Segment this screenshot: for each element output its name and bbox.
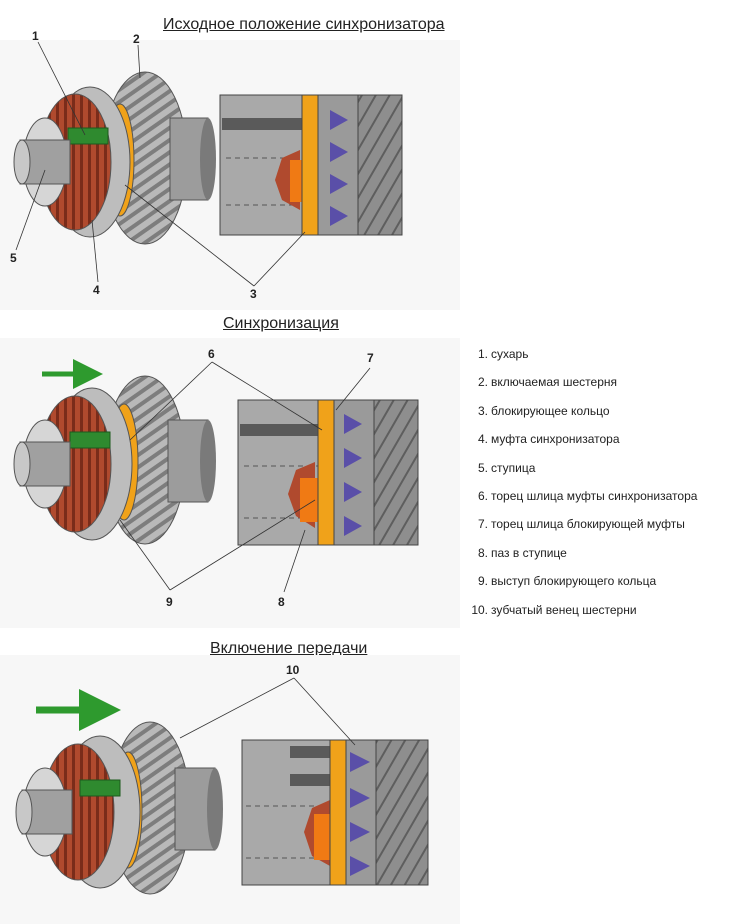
legend-item: 9.выступ блокирующего кольца — [477, 574, 657, 589]
legend-item: 10.зубчатый венец шестерни — [471, 602, 637, 617]
callout-1: 1 — [32, 29, 39, 43]
assembly-engage — [15, 721, 223, 895]
legend-list: 1.сухарь 2.включаемая шестерня 3.блокиру… — [468, 344, 750, 628]
assembly-sync — [13, 375, 216, 545]
legend-item: 2.включаемая шестерня — [477, 375, 617, 390]
stage-title-initial: Исходное положение синхронизатора — [163, 16, 445, 33]
legend-item: 3.блокирующее кольцо — [477, 403, 610, 418]
stage-title-sync: Синхронизация — [223, 315, 339, 332]
callouts-engage: 10 — [179, 663, 356, 746]
section-engage — [241, 739, 429, 886]
callout-9: 9 — [166, 595, 173, 609]
callout-8: 8 — [278, 595, 285, 609]
callout-6: 6 — [208, 347, 215, 361]
legend-item: 8.паз в ступице — [477, 545, 567, 560]
legend-item: 1.сухарь — [477, 347, 529, 361]
callouts-sync: 6 7 8 9 — [119, 347, 374, 609]
legend-item: 7.торец шлица блокирующей муфты — [477, 517, 685, 532]
callout-5: 5 — [10, 251, 17, 265]
callout-2: 2 — [133, 32, 140, 46]
stage-title-engage: Включение передачи — [210, 640, 368, 657]
callout-10: 10 — [286, 663, 300, 677]
callout-4: 4 — [93, 283, 100, 297]
section-sync — [237, 399, 419, 546]
section-initial — [219, 94, 403, 236]
assembly-initial — [13, 71, 216, 245]
callout-7: 7 — [367, 351, 374, 365]
callout-3: 3 — [250, 287, 257, 301]
callouts-initial: 1 2 3 4 5 — [10, 29, 306, 301]
legend-item: 6.торец шлица муфты синхронизатора — [477, 488, 698, 503]
legend-item: 5.ступица — [477, 460, 536, 475]
legend-item: 4.муфта синхронизатора — [477, 432, 620, 447]
